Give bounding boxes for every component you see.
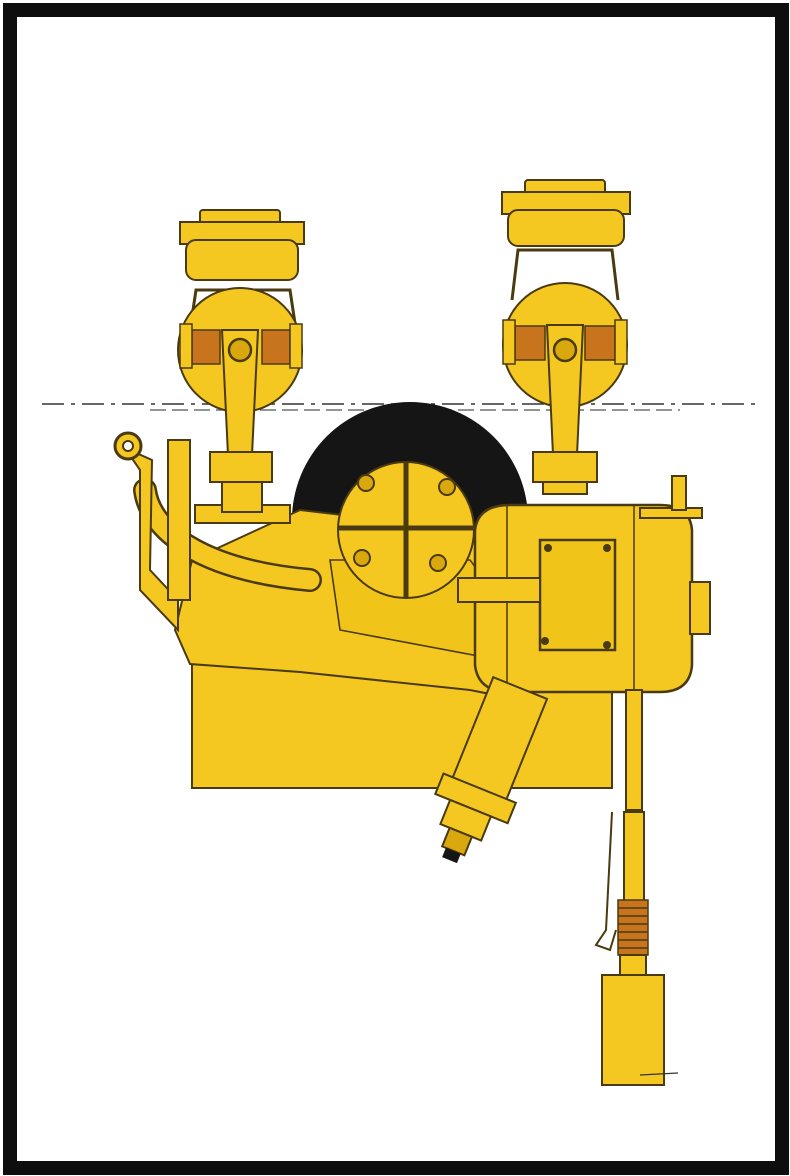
motor-cover-plate (538, 538, 617, 652)
left-crank-pin (227, 337, 253, 363)
left-rod-clamp (209, 451, 273, 483)
motor-side-lug (689, 581, 711, 635)
plate-screw-2 (603, 544, 611, 552)
plate-screw-4 (603, 641, 611, 649)
left-coil-r (261, 329, 291, 365)
left-coil-l (191, 329, 221, 365)
hub-bolt-3 (353, 549, 371, 567)
plate-screw-1 (544, 544, 552, 552)
push-rod (625, 689, 643, 811)
hub-bolt-1 (357, 474, 375, 492)
right-crank-pin (552, 337, 578, 363)
left-bearing-housing (185, 239, 299, 281)
border-frame (3, 3, 789, 1175)
right-bearing-housing (507, 209, 625, 247)
handle-ring-hole (122, 440, 134, 452)
right-clamp-r (614, 319, 628, 365)
left-clamp-l (179, 323, 193, 369)
right-rod-clamp (532, 451, 598, 483)
spring-rod (594, 811, 679, 1086)
right-coil-l (514, 325, 546, 361)
right-stirrup (510, 248, 620, 301)
outlet-nozzle (433, 675, 549, 864)
right-coil-r (584, 325, 616, 361)
handle-bracket (122, 445, 179, 633)
hub-bolt-4 (429, 554, 447, 572)
plate-screw-3 (541, 637, 549, 645)
left-support-block (167, 439, 191, 601)
left-rod-base (221, 481, 263, 513)
right-cylinder-assembly (501, 179, 631, 495)
motor-shaft (457, 577, 541, 603)
top-bracket-post (671, 475, 687, 511)
hub-bolt-2 (438, 478, 456, 496)
left-cylinder-assembly (177, 209, 305, 513)
right-rod-base (542, 481, 588, 495)
left-clamp-r (289, 323, 303, 369)
right-clamp-l (502, 319, 516, 365)
